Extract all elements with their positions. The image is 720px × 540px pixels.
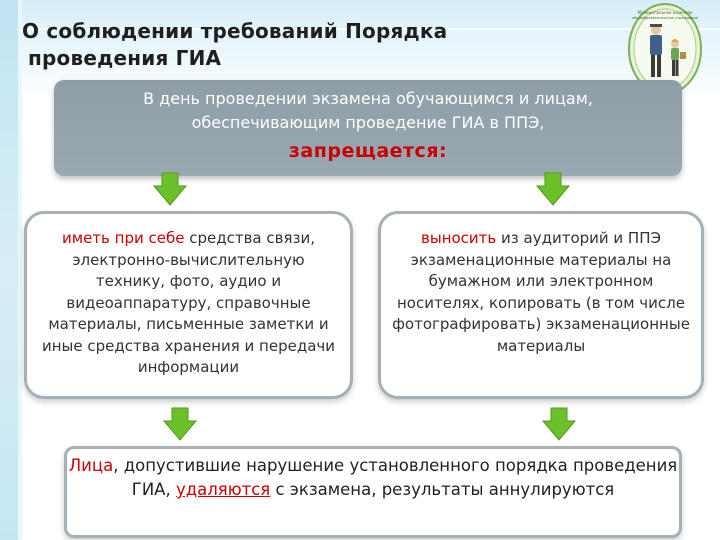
prohibition-card-removal: выносить из аудиторий и ППЭ экзаменацион…	[378, 211, 704, 399]
card-right-text: из аудиторий и ППЭ экзаменационные матер…	[392, 229, 690, 355]
left-decor-band	[0, 0, 22, 540]
down-arrow-icon	[536, 172, 570, 206]
down-arrow-icon	[542, 407, 576, 441]
prohibition-header: В день проведении экзамена обучающимся и…	[54, 80, 682, 176]
header-forbidden: запрещается:	[288, 140, 448, 162]
violation-consequence: Лица, допустившие нарушение установленно…	[64, 446, 682, 538]
emblem-top-text-2: общеобразовательное учреждение	[632, 16, 698, 20]
card-right-lead: выносить	[421, 229, 497, 247]
header-line1: В день проведении экзамена обучающимся и…	[143, 89, 593, 108]
card-left-lead: иметь при себе	[62, 229, 185, 247]
emblem-top-text-1: Муниципальное казенное	[638, 10, 693, 15]
down-arrow-icon	[153, 172, 187, 206]
page-title-line1: О соблюдении требований Порядка	[22, 19, 448, 43]
result-emphasis: удаляются	[175, 480, 271, 499]
school-emblem-icon: Муниципальное казенное общеобразовательн…	[628, 3, 702, 95]
down-arrow-icon	[163, 407, 197, 441]
result-lead: Лица	[68, 456, 114, 475]
page-title-line2: проведения ГИА	[28, 46, 222, 70]
prohibition-card-possession: иметь при себе средства связи, электронн…	[24, 211, 353, 399]
result-part2: с экзамена, результаты аннулируются	[270, 480, 615, 499]
result-part1: , допустившие нарушение установленного п…	[113, 456, 678, 499]
page-title: О соблюдении требований Порядка проведен…	[22, 18, 582, 72]
header-line2: обеспечивающим проведение ГИА в ППЭ,	[191, 113, 545, 132]
card-left-text: средства связи, электронно-вычислительну…	[42, 229, 335, 376]
